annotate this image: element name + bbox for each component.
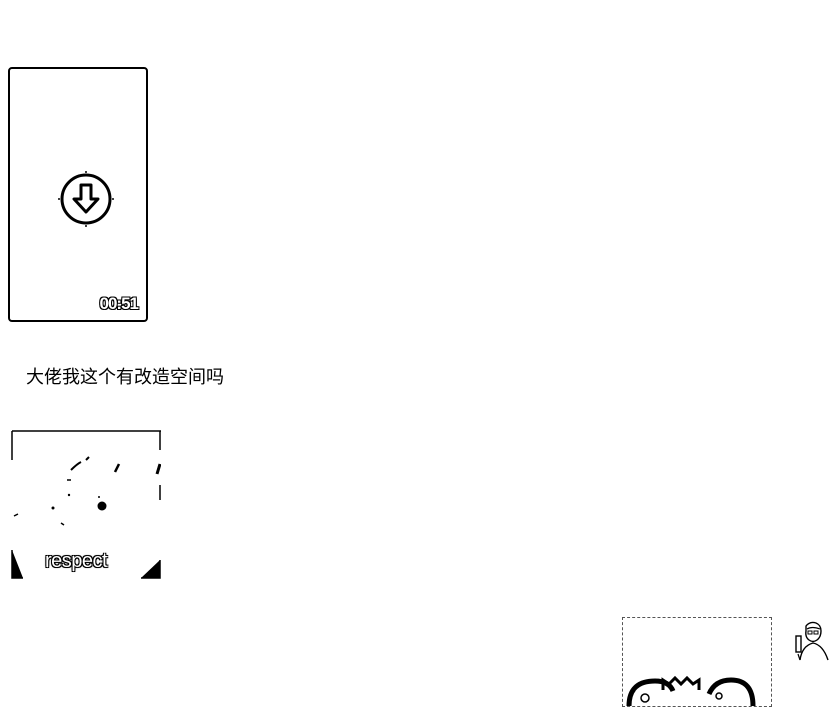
sticker-message-card[interactable]: respect	[11, 430, 161, 580]
sticker-caption: respect	[45, 550, 108, 572]
video-message-card[interactable]: 00:51	[8, 67, 148, 322]
chat-message-text: 大佬我这个有改造空间吗	[26, 367, 224, 388]
sticker-image	[11, 430, 161, 579]
video-duration: 00:51	[99, 294, 140, 314]
user-avatar-icon[interactable]	[790, 620, 830, 662]
download-icon[interactable]	[56, 169, 116, 229]
image-thumbnail[interactable]	[622, 617, 772, 707]
